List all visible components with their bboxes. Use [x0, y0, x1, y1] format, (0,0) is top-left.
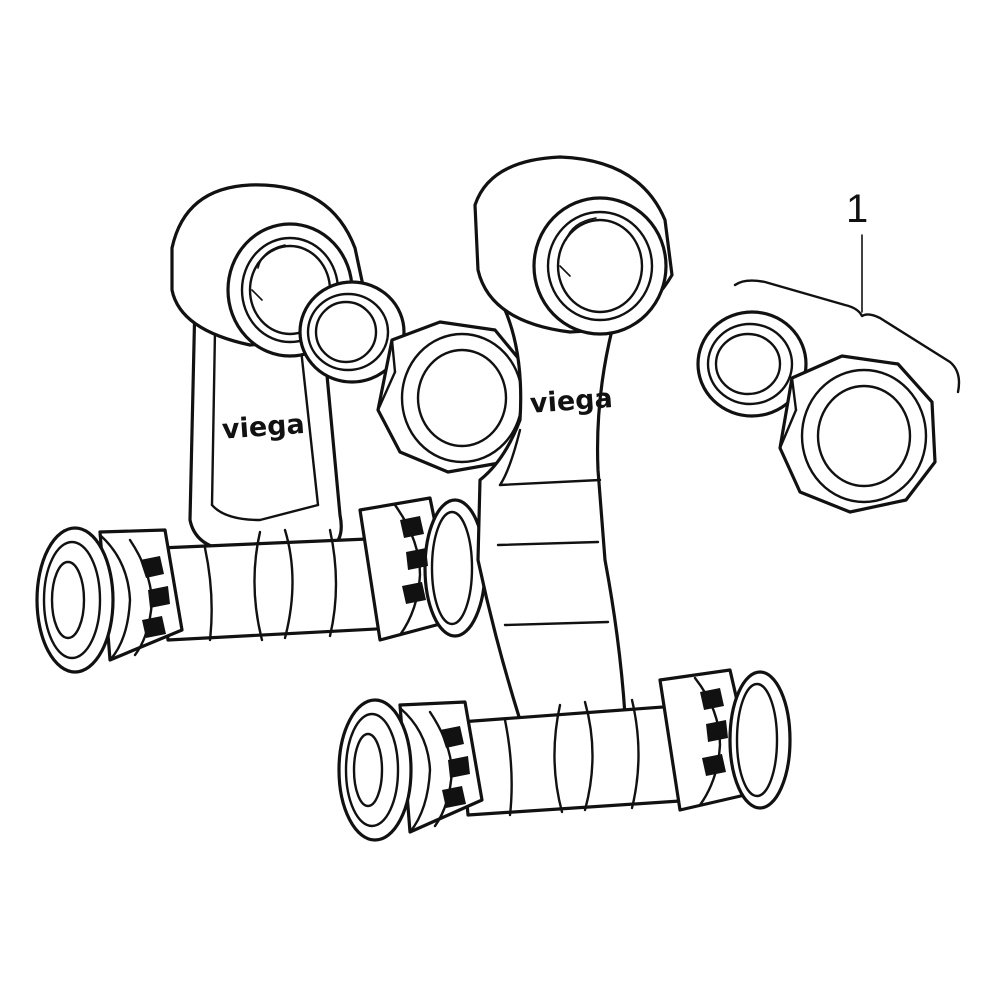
left-fitting: viega [35, 183, 487, 674]
detail-union-nut [778, 354, 937, 514]
left-fitting-press-end-left [35, 526, 184, 674]
left-fitting-press-end-right [358, 496, 487, 642]
callout-bracket [733, 279, 961, 394]
right-fitting: viega [337, 155, 792, 842]
right-fitting-press-end-right [658, 668, 792, 812]
callout-number: 1 [846, 187, 868, 231]
left-fitting-tube [158, 528, 397, 642]
left-fitting-brand-label: viega [221, 409, 306, 446]
detail-olive-ring [696, 310, 808, 418]
right-fitting-tube [458, 698, 697, 817]
right-fitting-arm [476, 288, 627, 722]
loose-olive-ring [298, 280, 406, 384]
right-fitting-top-cap [473, 155, 674, 336]
right-fitting-brand-label: viega [529, 383, 614, 420]
detail-part-set: 1 [696, 187, 961, 514]
right-fitting-press-end-left [337, 698, 484, 842]
